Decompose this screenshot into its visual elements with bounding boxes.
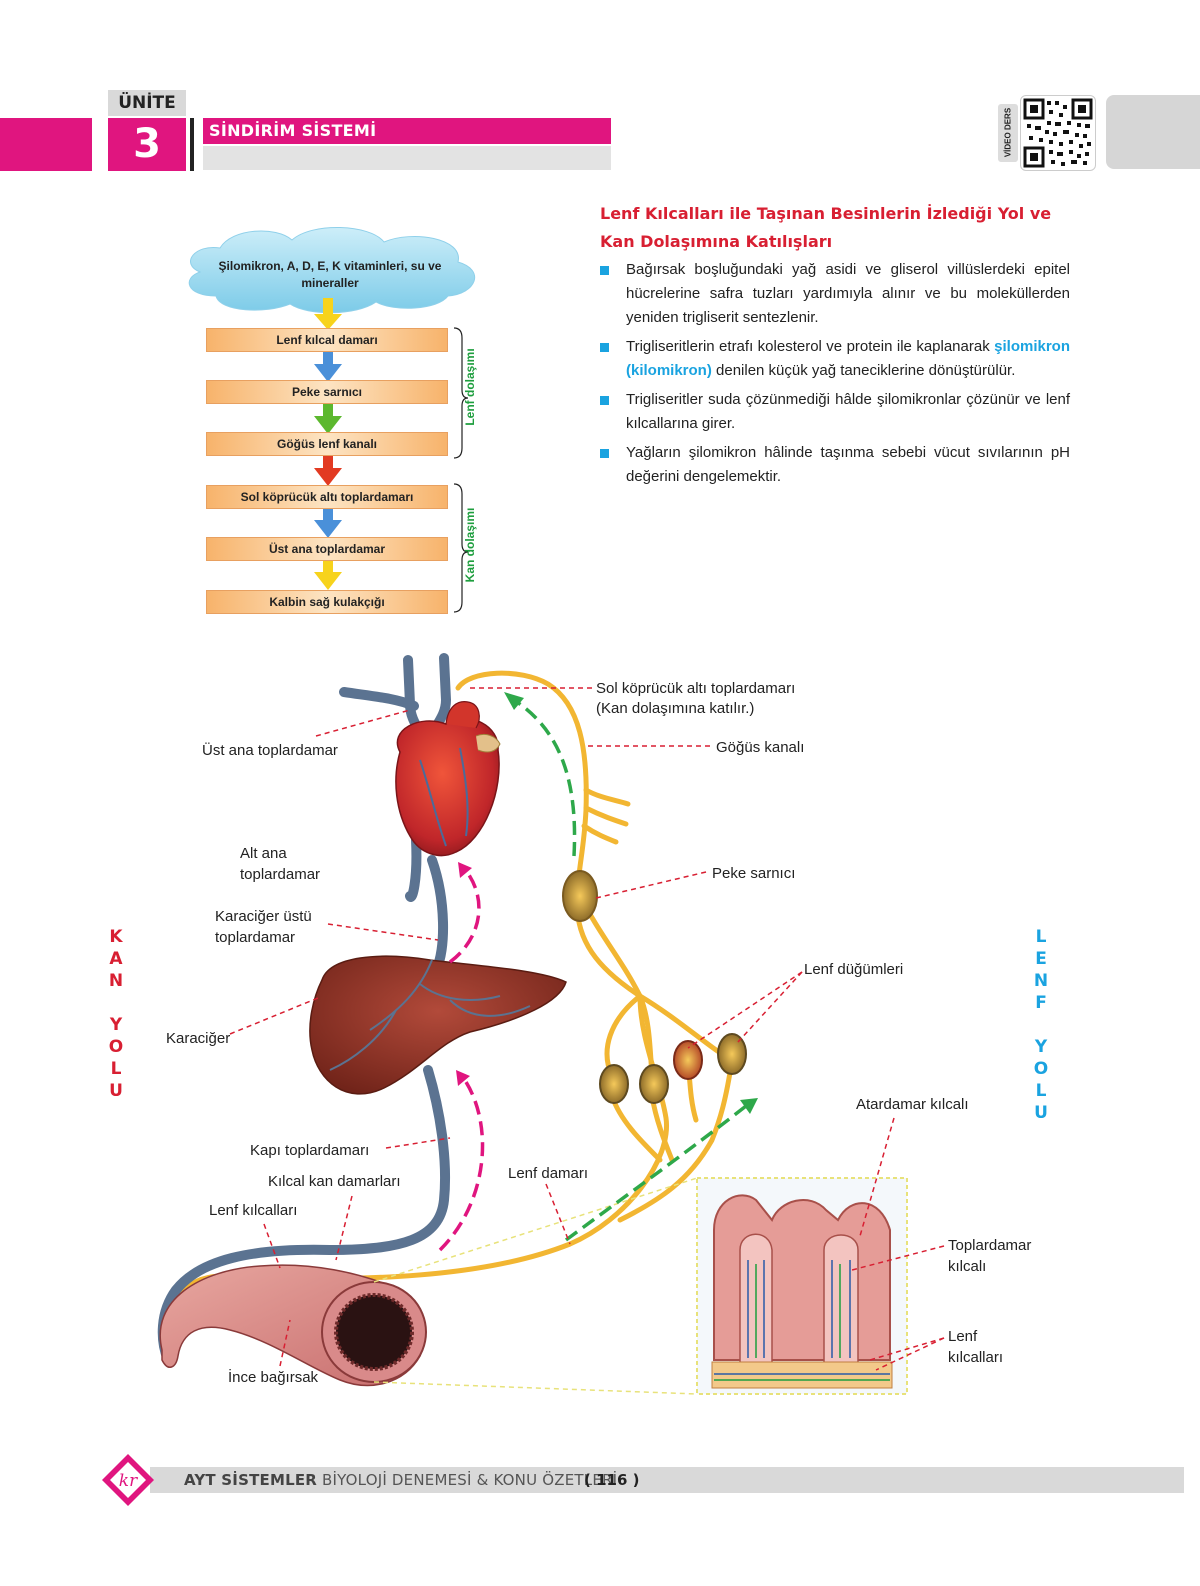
label-superior-vena-cava: Üst ana toplardamar	[202, 742, 338, 759]
lymph-node	[639, 1064, 669, 1104]
veins	[157, 653, 452, 1365]
kan-yolu-label: K A N Y O L U	[108, 927, 124, 1101]
label-hepatic-vein: Karaciğer üstü	[215, 908, 312, 925]
flow-arrow-blue-2	[314, 506, 342, 538]
logo-text: kr	[119, 1471, 138, 1491]
brace-label-lymph: Lenf dolaşımı	[463, 348, 477, 426]
footer-bar	[150, 1467, 1184, 1493]
highlight-term: şilomikron (kilomikron)	[626, 338, 1070, 379]
liver-illustration	[309, 955, 567, 1095]
section-title: Lenf Kılcalları ile Taşınan Besinlerin İ…	[600, 204, 1052, 251]
label-lymph-vessel: Lenf damarı	[508, 1165, 589, 1182]
peke-cistern-node	[562, 870, 598, 922]
unit-title: SİNDİRİM SİSTEMİ	[203, 118, 611, 144]
villus-inset	[696, 1177, 908, 1395]
video-lesson-label: VİDEO DERS	[998, 104, 1018, 162]
header-right-tab	[1106, 95, 1200, 169]
label-portal-vein: Kapı toplardamarı	[250, 1142, 370, 1159]
label-left-subclavian: Sol köprücük altı toplardamarı	[596, 680, 796, 697]
label-hepatic-vein-2: toplardamar	[215, 929, 296, 946]
page-number: ( 116 )	[584, 1471, 640, 1489]
label-inferior-vena-cava-2: toplardamar	[240, 866, 321, 883]
publisher-logo: kr	[102, 1454, 154, 1506]
flow-arrow-red	[314, 454, 342, 486]
flow-step: Lenf kılcal damarı	[206, 328, 448, 352]
brace-label-blood: Kan dolaşımı	[463, 507, 477, 583]
cloud-label: Şilomikron, A, D, E, K vitaminleri, su v…	[218, 259, 442, 290]
footer-title: AYT SİSTEMLER BİYOLOJİ DENEMESİ & KONU Ö…	[184, 1471, 618, 1489]
label-villus-lymph: Lenf	[948, 1328, 978, 1345]
header-separator	[190, 118, 194, 171]
heart-illustration	[395, 701, 501, 857]
header-left-bar	[0, 118, 92, 171]
small-intestine-illustration	[159, 1264, 427, 1387]
flow-step: Göğüs lenf kanalı	[206, 432, 448, 456]
flow-step: Üst ana toplardamar	[206, 537, 448, 561]
label-cisterna-chyli: Peke sarnıcı	[712, 865, 796, 882]
list-item: Trigliseritler suda çözünmediği hâlde şi…	[600, 388, 1070, 436]
list-item: Yağların şilomikron hâlinde taşınma sebe…	[600, 441, 1070, 489]
label-liver: Karaciğer	[166, 1030, 231, 1047]
label-villus-lymph-2: kılcalları	[948, 1349, 1004, 1366]
label-venous-capillary: Toplardamar	[948, 1237, 1032, 1254]
qr-code-icon[interactable]	[1020, 95, 1096, 171]
bullet-list: Bağırsak boşluğundaki yağ asidi ve glise…	[600, 258, 1070, 494]
flow-arrow-yellow-1	[314, 298, 342, 330]
inset-connectors	[373, 1177, 698, 1395]
circulation-diagram	[157, 653, 945, 1395]
flow-step: Peke sarnıcı	[206, 380, 448, 404]
leader-lines	[229, 687, 945, 1371]
label-arterial-capillary: Atardamar kılcalı	[856, 1096, 969, 1113]
list-item: Trigliseritlerin etrafı kolesterol ve pr…	[600, 335, 1070, 383]
flowchart-graphics	[188, 226, 476, 613]
label-small-intestine: İnce bağırsak	[228, 1369, 319, 1386]
cloud-shape	[188, 226, 476, 314]
flow-step: Sol köprücük altı toplardamarı	[206, 485, 448, 509]
label-venous-capillary-2: kılcalı	[948, 1258, 987, 1275]
label-left-subclavian-note: (Kan dolaşımına katılır.)	[596, 700, 755, 717]
label-lymph-capillaries: Lenf kılcalları	[209, 1202, 298, 1219]
label-inferior-vena-cava: Alt ana	[240, 845, 287, 862]
label-lymph-nodes: Lenf düğümleri	[804, 961, 904, 978]
flow-arrow-yellow-2	[314, 558, 342, 590]
brace-blood	[453, 483, 469, 613]
label-blood-capillaries: Kılcal kan damarları	[268, 1173, 401, 1190]
unit-label: ÜNİTE	[108, 90, 186, 116]
flow-arrow-green	[314, 402, 342, 434]
lymph-node	[599, 1064, 629, 1104]
flow-arrow-blue-1	[314, 350, 342, 382]
flow-step: Kalbin sağ kulakçığı	[206, 590, 448, 614]
arrow-heads	[456, 692, 758, 1114]
flow-arrows	[438, 698, 748, 1252]
label-thoracic-duct: Göğüs kanalı	[716, 739, 805, 756]
brace-lymph	[453, 327, 469, 459]
lenf-yolu-label: L E N F Y O L U	[1033, 927, 1049, 1123]
lymph-node	[673, 1040, 703, 1080]
lymph-node	[717, 1033, 747, 1075]
unit-number: 3	[108, 118, 186, 171]
title-underline-bar	[203, 146, 611, 170]
list-item: Bağırsak boşluğundaki yağ asidi ve glise…	[600, 258, 1070, 330]
